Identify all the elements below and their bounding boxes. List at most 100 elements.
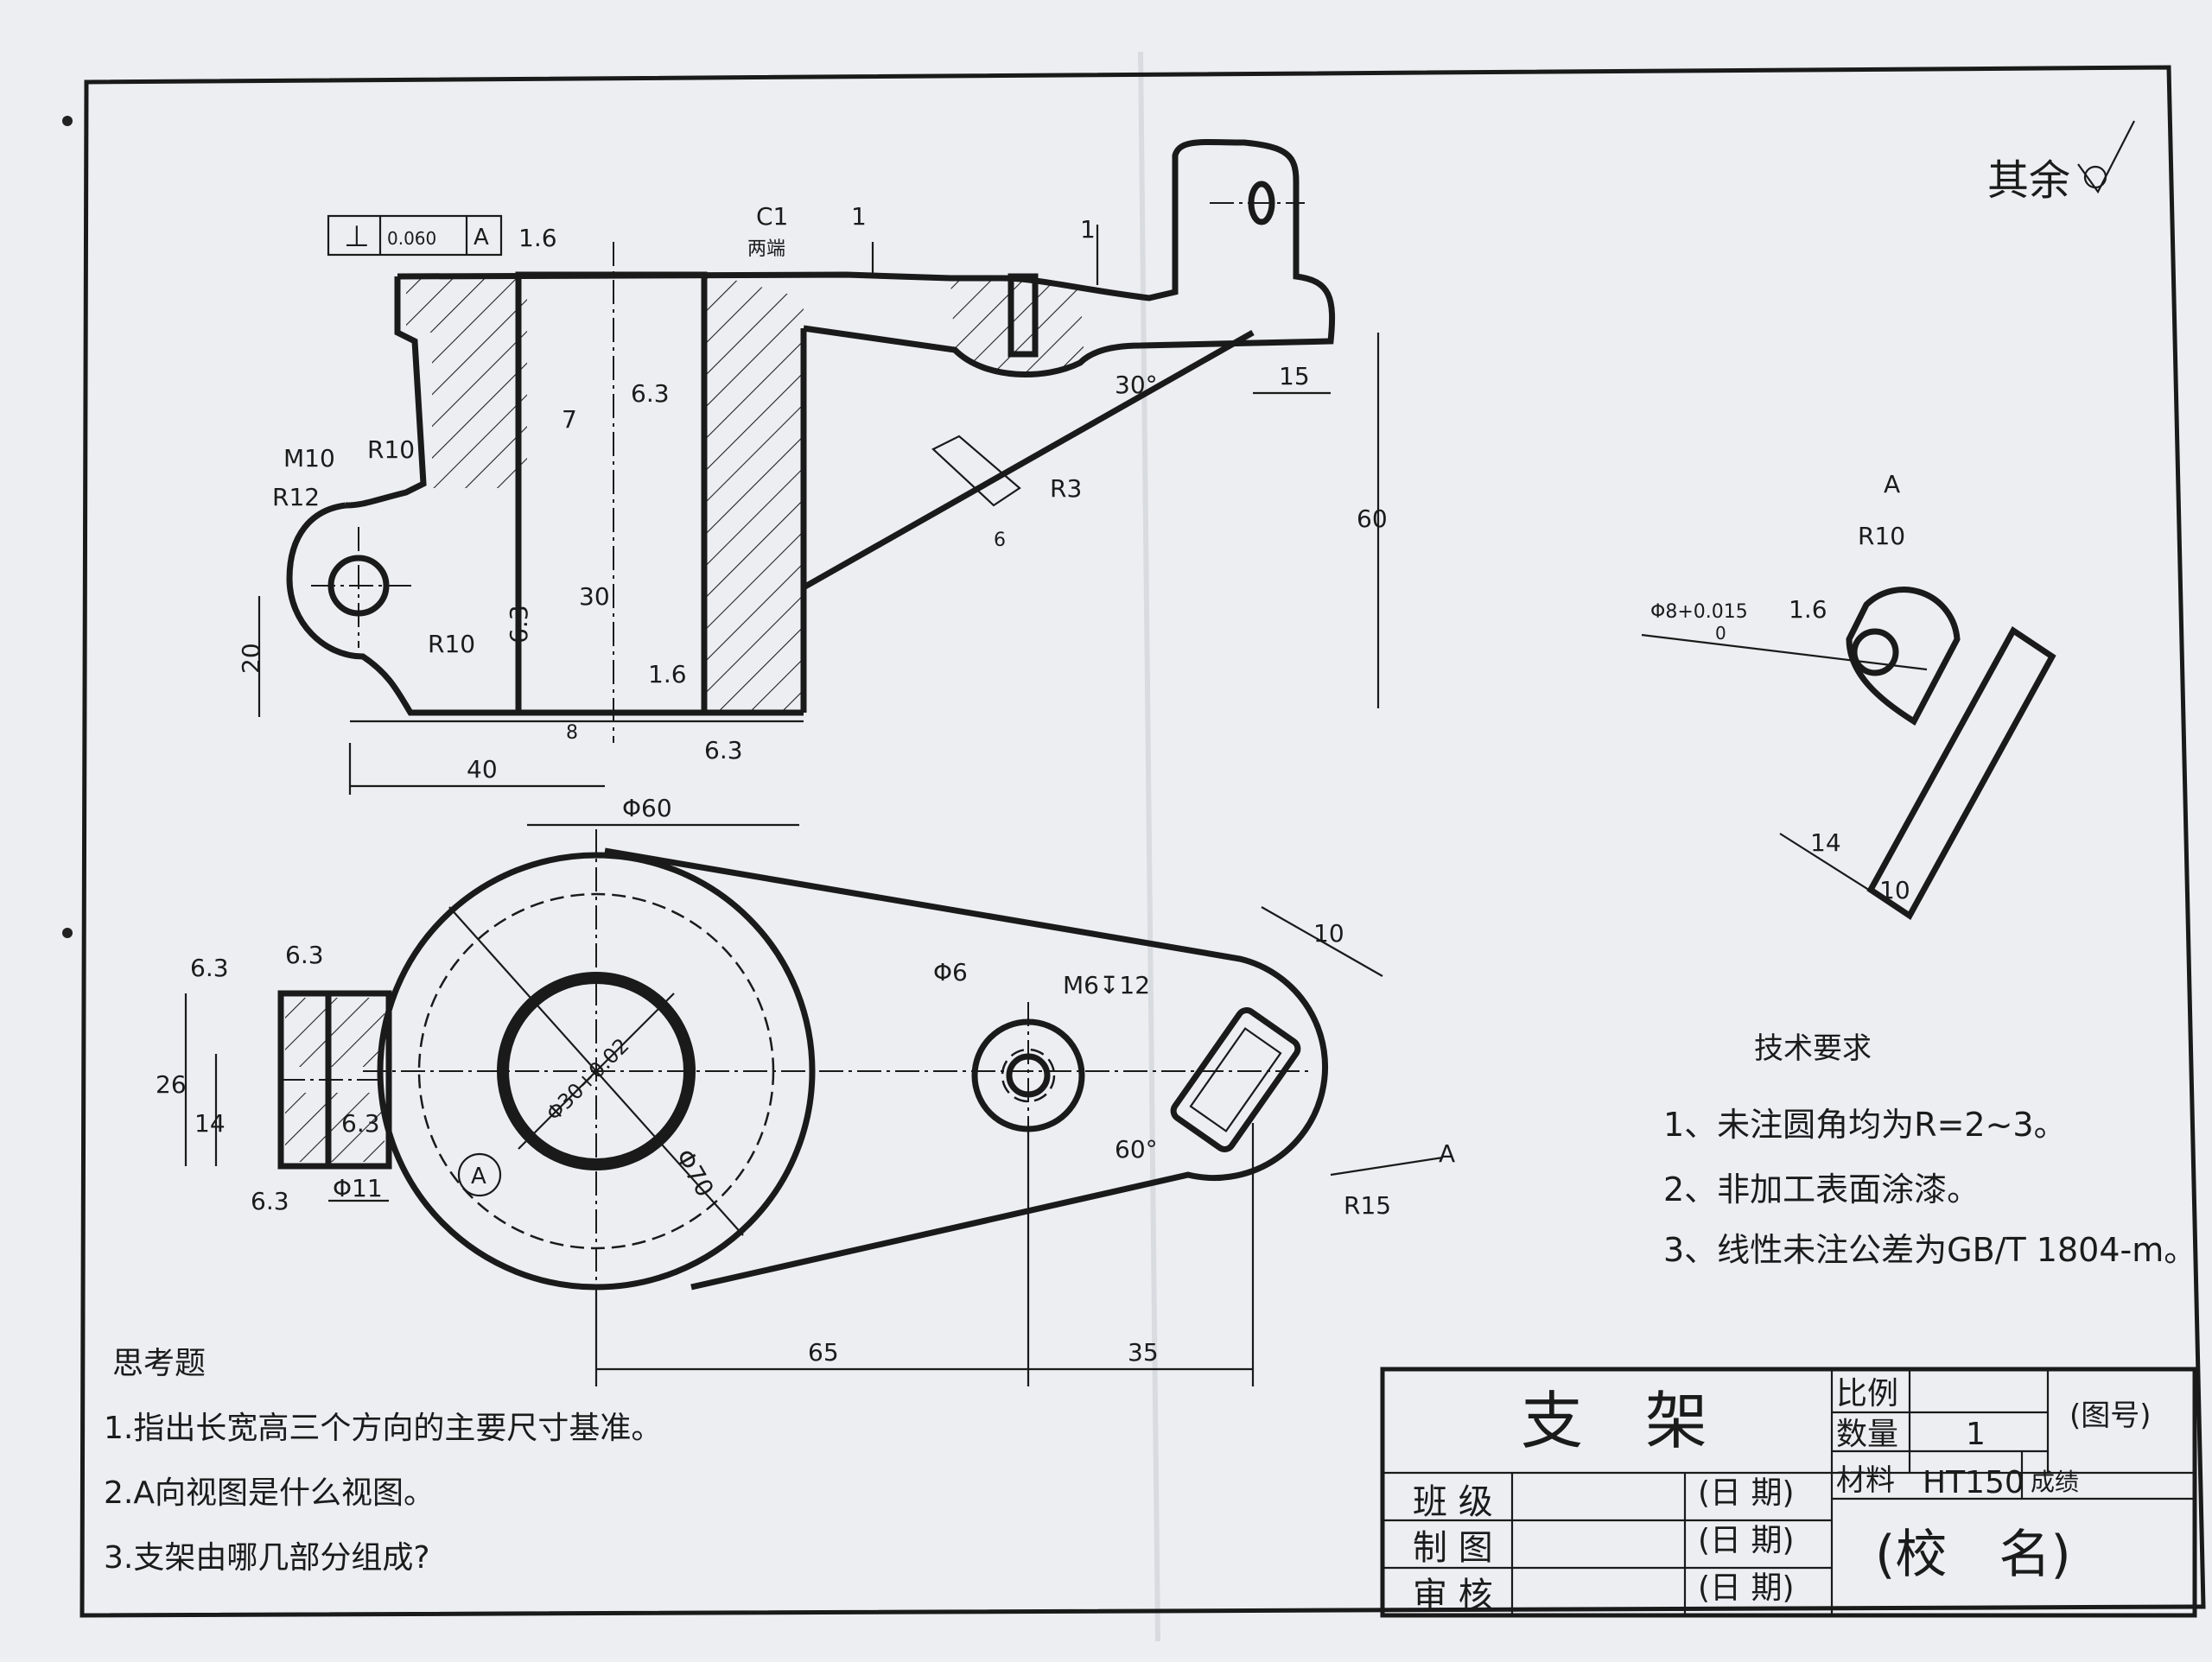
paper-fold [1138, 51, 1160, 1642]
dim-8: 8 [566, 722, 578, 744]
tb-checked-label: 审 核 [1413, 1576, 1493, 1615]
tech-item-1: 1、未注圆角均为R=2~3。 [1663, 1106, 2067, 1144]
question-3: 3.支架由哪几部分组成? [104, 1540, 429, 1576]
lug-outline [286, 502, 804, 716]
label-r3: R3 [1050, 474, 1082, 503]
dim-60: 60 [1357, 504, 1388, 533]
tech-heading: 技术要求 [1754, 1031, 1872, 1066]
tb-class-label: 班 级 [1413, 1482, 1493, 1522]
drawing-border [79, 65, 2206, 1618]
dim-7: 7 [562, 405, 577, 434]
title-block: 支 架 比例 数量 1 材料 HT150 成绩 (图号) 班 级 制 图 审 核… [1380, 1367, 2197, 1618]
boss-left-edge [345, 276, 427, 509]
dim-line-phi30 [518, 993, 675, 1150]
dim-phi60: Φ60 [622, 794, 672, 822]
gdt-frame: ⊥ 0.060 A [327, 214, 503, 257]
chamfer-note: 两端 [747, 238, 785, 260]
tech-item-2: 2、非加工表面涂漆。 [1663, 1170, 1980, 1208]
label-phi6: Φ6 [933, 958, 968, 986]
screw-hole-thread [1001, 1048, 1056, 1103]
side-rough-a: 6.3 [190, 954, 229, 982]
view-a-hole [1851, 628, 1899, 676]
dim-20: 20 [237, 643, 265, 674]
section-hatch-right [704, 272, 804, 713]
dim-top-1b: 1 [1080, 215, 1096, 244]
dim-65: 65 [808, 1338, 839, 1367]
dim-40: 40 [467, 755, 498, 783]
view-a-phi8: Φ8+0.015 [1650, 601, 1748, 623]
lug-slot [1170, 1007, 1301, 1152]
label-m10: M10 [283, 444, 335, 473]
side-rough-b: 6.3 [285, 941, 324, 969]
gdt-datum: A [474, 225, 489, 251]
view-a-circle [457, 1152, 502, 1197]
dim-10: 10 [1313, 919, 1344, 948]
tb-qty-value: 1 [1966, 1417, 1986, 1452]
binding-hole-icon [62, 116, 73, 126]
binding-hole-icon [62, 928, 73, 938]
rough-side: 6.3 [505, 605, 533, 644]
tech-requirements: 技术要求 1、未注圆角均为R=2~3。 2、非加工表面涂漆。 3、线性未注公差为… [1663, 1031, 2196, 1269]
side-hatch-bottom [285, 1093, 385, 1162]
side-view: 6.3 6.3 6.3 6.3 26 14 Φ11 [156, 941, 392, 1215]
rib-edge [802, 329, 1255, 591]
tb-date-3: (日 期) [1698, 1570, 1795, 1606]
side-dim-26: 26 [156, 1070, 187, 1099]
view-a-arrow-label: A [1439, 1139, 1455, 1168]
view-a-circle-label: A [471, 1164, 486, 1189]
question-2: 2.A向视图是什么视图。 [104, 1475, 435, 1511]
rough-bore: 6.3 [631, 379, 670, 408]
view-a-label: A [1884, 470, 1900, 498]
tb-title: 支 架 [1521, 1385, 1707, 1457]
view-a-dim-line [1641, 633, 1928, 671]
gdt-tolerance: 0.060 [387, 228, 436, 249]
label-r10-bottom: R10 [428, 630, 475, 658]
view-a-r10: R10 [1858, 522, 1905, 550]
tb-date-1: (日 期) [1698, 1475, 1795, 1511]
front-view: ⊥ 0.060 A 1.6 C1 两端 6.3 M10 R10 R12 R10 … [237, 138, 1388, 827]
view-a-dim-10: 10 [1879, 876, 1910, 904]
question-1: 1.指出长宽高三个方向的主要尺寸基准。 [104, 1411, 662, 1446]
chamfer: C1 [756, 202, 788, 231]
side-rough-c: 6.3 [341, 1109, 380, 1138]
tb-drawn-label: 制 图 [1413, 1528, 1493, 1568]
view-a-rough: 1.6 [1789, 595, 1827, 624]
questions-heading: 思考题 [112, 1346, 206, 1381]
tb-material-value: HT150 [1923, 1465, 2024, 1500]
dim-15: 15 [1279, 362, 1310, 390]
dim-30: 30 [579, 582, 610, 611]
tb-date-2: (日 期) [1698, 1523, 1795, 1558]
view-a-dim-line-14 [1779, 833, 1910, 917]
label-r10-top: R10 [367, 435, 415, 464]
tb-grade-label: 成绩 [2031, 1468, 2079, 1496]
arm-outline [604, 847, 1329, 1291]
label-m6: M6↧12 [1063, 971, 1150, 999]
pin-hole-section [1007, 273, 1039, 358]
rough-bottom: 6.3 [704, 736, 743, 764]
questions: 思考题 1.指出长宽高三个方向的主要尺寸基准。 2.A向视图是什么视图。 3.支… [104, 1346, 662, 1576]
label-r15: R15 [1344, 1191, 1391, 1220]
side-rough-d: 6.3 [251, 1187, 289, 1215]
rough-inner: 1.6 [648, 660, 687, 688]
gdt-symbol: ⊥ [344, 219, 370, 254]
view-a-lug [1846, 587, 1961, 726]
view-a-phi8-lower: 0 [1715, 623, 1726, 644]
dim-35: 35 [1128, 1338, 1159, 1367]
angle-30: 30° [1115, 371, 1158, 399]
rib-section-tab [931, 435, 1021, 507]
tb-school: (校 名) [1875, 1525, 2071, 1585]
section-hatch-left [406, 276, 527, 488]
side-phi11: Φ11 [333, 1174, 383, 1202]
front-outline-top [397, 138, 1336, 377]
side-dim-14: 14 [194, 1109, 226, 1138]
view-a: A R10 Φ8+0.015 0 1.6 14 10 [1641, 470, 2056, 921]
arrow-view-a [1330, 1156, 1444, 1177]
tb-drawing-no: (图号) [2069, 1399, 2152, 1433]
tb-scale-label: 比例 [1836, 1376, 1898, 1411]
angle-60: 60° [1115, 1135, 1158, 1164]
section-hatch-arm [950, 276, 1084, 377]
roughness-symbol-icon [2077, 120, 2135, 194]
label-r12: R12 [272, 483, 320, 511]
